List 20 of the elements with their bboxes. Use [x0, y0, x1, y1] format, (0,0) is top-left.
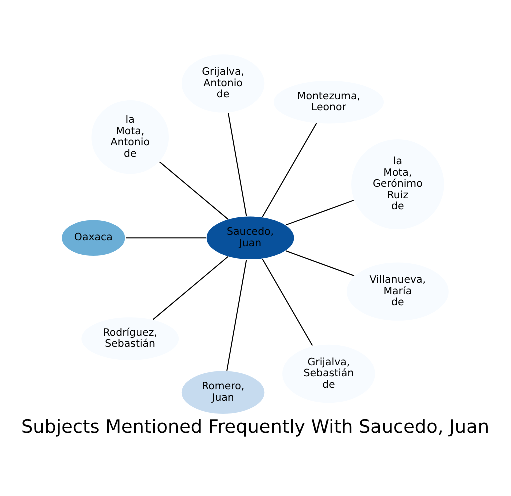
- connector: [286, 250, 355, 276]
- node-ellipse: Grijalva, Antonio de: [180, 53, 266, 114]
- diagram-title: Subjects Mentioned Frequently With Saucedo, Juan: [22, 416, 490, 438]
- connector: [262, 122, 318, 217]
- connector: [226, 259, 248, 371]
- node-ellipse: Oaxaca: [61, 218, 126, 257]
- connector: [228, 112, 248, 216]
- node-ellipse: Romero, Juan: [180, 370, 266, 415]
- connector: [159, 161, 229, 220]
- connector: [153, 256, 229, 320]
- connector: [126, 237, 206, 238]
- connector: [286, 200, 354, 226]
- node-ellipse: Grijalva, Sebastián de: [282, 343, 376, 404]
- node-circle: la Mota, Antonio de: [90, 99, 170, 175]
- node-circle: la Mota, Gerónimo Ruiz de: [350, 138, 446, 230]
- node-ellipse: Villanueva, María de: [346, 261, 450, 322]
- node-ellipse: Saucedo, Juan: [206, 215, 296, 260]
- node-ellipse: Rodríguez, Sebastián: [80, 316, 180, 361]
- connector: [262, 258, 314, 346]
- node-ellipse: Montezuma, Leonor: [272, 79, 386, 124]
